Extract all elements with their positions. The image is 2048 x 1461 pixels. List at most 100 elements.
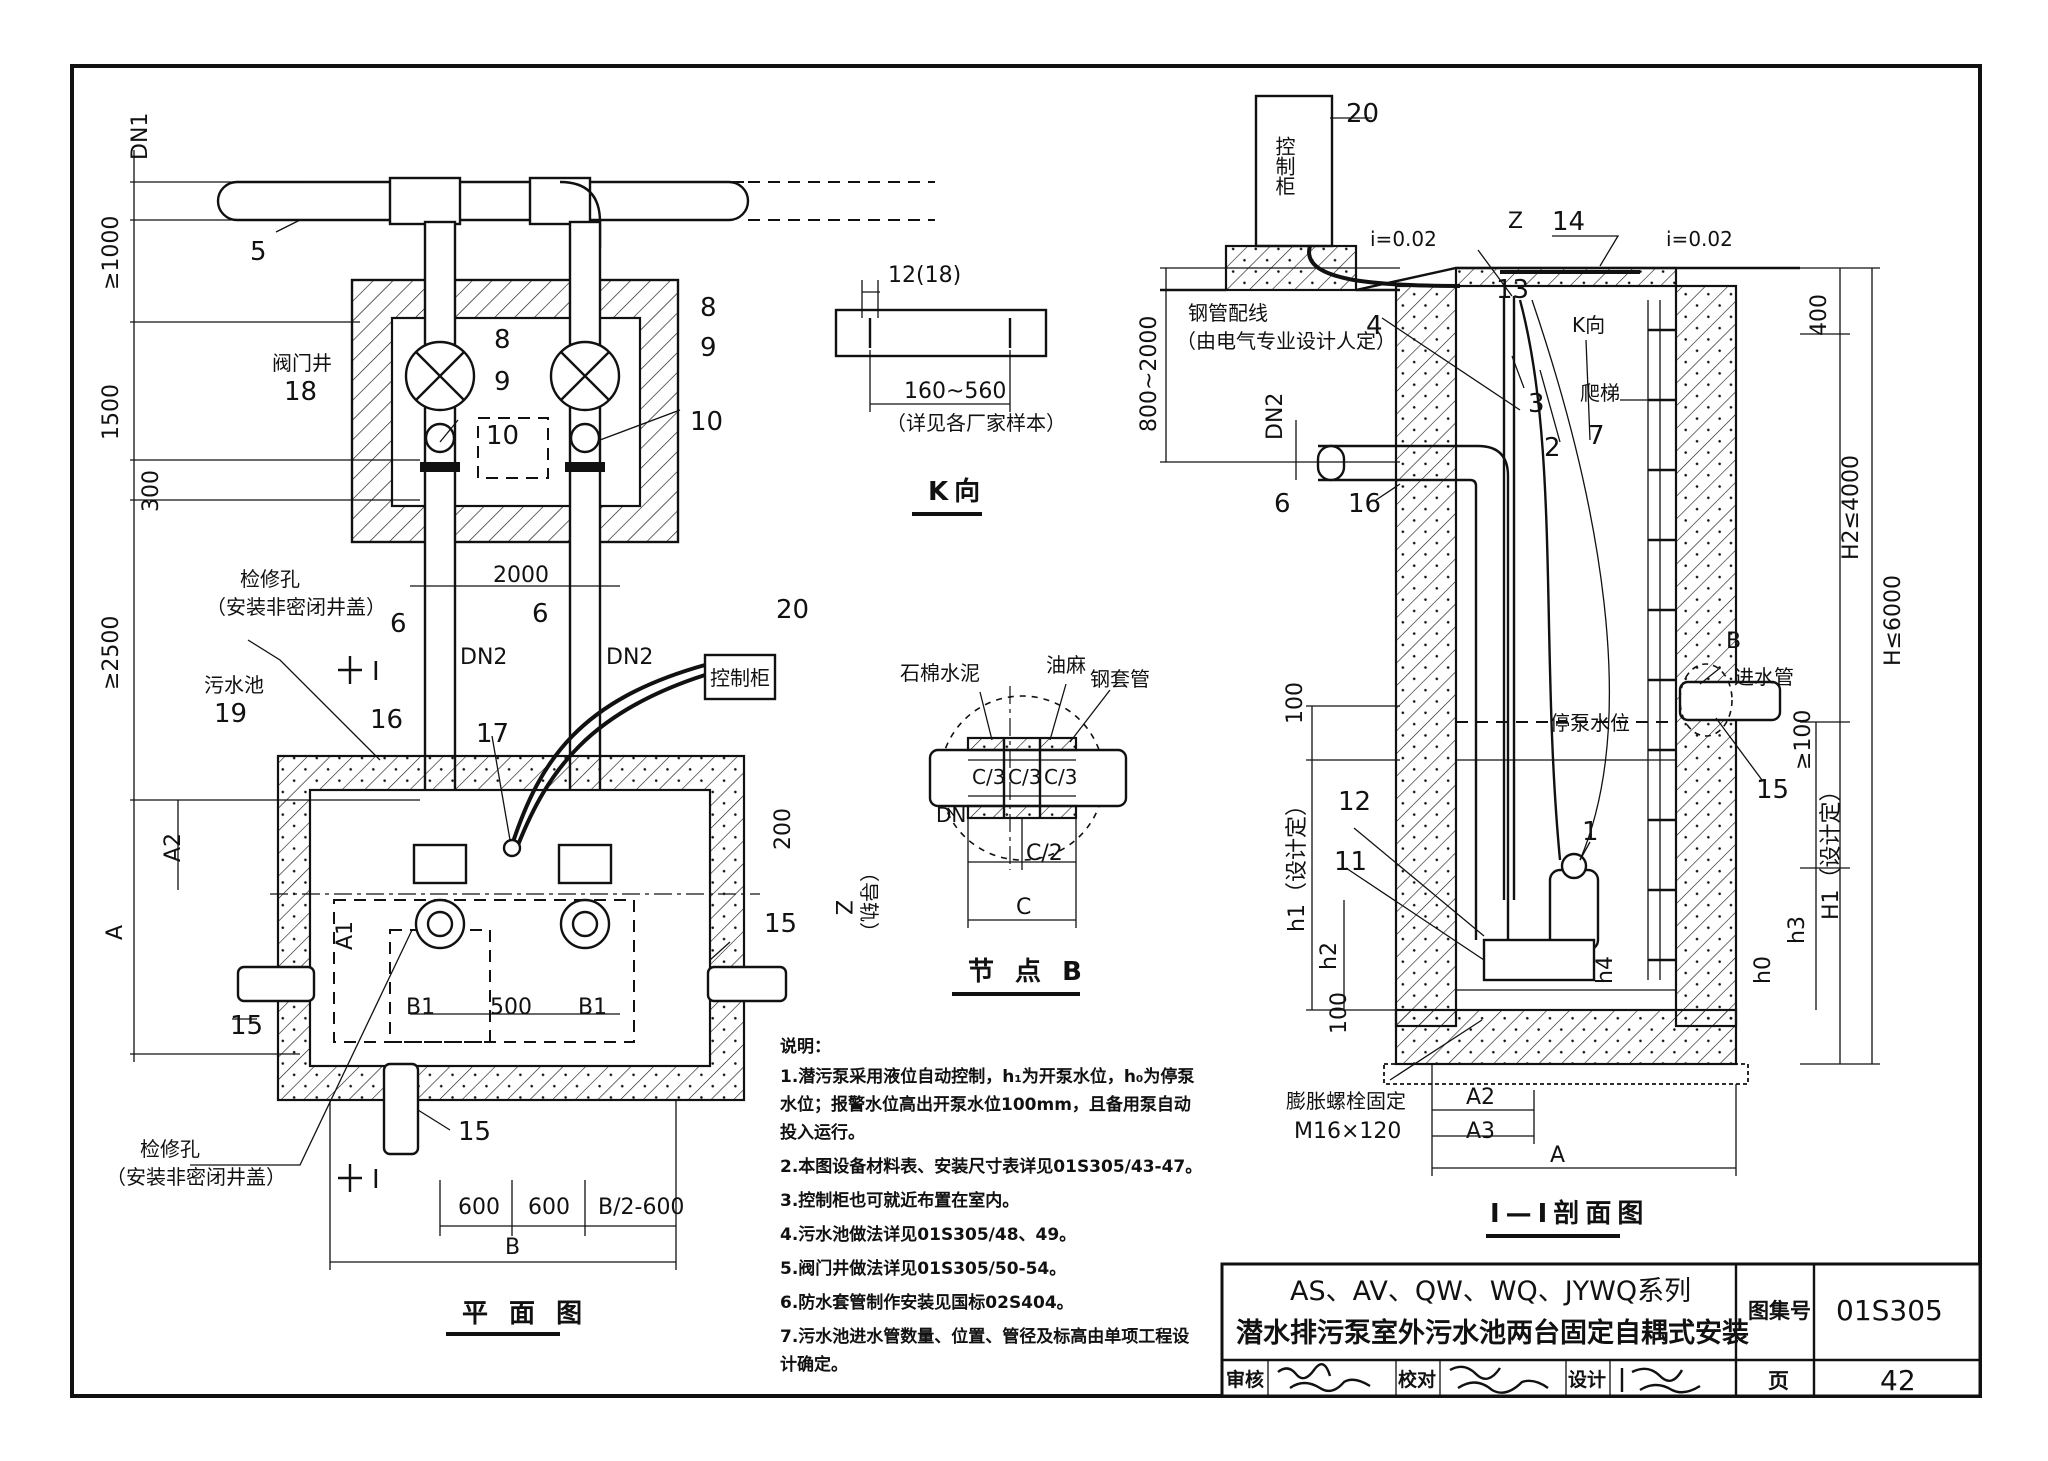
slope-left-label: i=0.02: [1370, 227, 1437, 251]
dim-b2-600: B/2-600: [598, 1195, 684, 1220]
dim-section-a2: A2: [1466, 1085, 1495, 1110]
notes-heading: 说明：: [780, 1036, 831, 1057]
section-pit-floor: [1394, 1008, 1738, 1066]
callout-8-right: 8: [700, 293, 717, 323]
plan-title: 平 面 图: [462, 1299, 588, 1329]
section-callout-1: 1: [1582, 817, 1599, 847]
node-b-sleeve-label: 钢套管: [1090, 667, 1150, 691]
dim-valve-well: 1500: [99, 384, 124, 440]
section-label-top: I: [372, 657, 380, 687]
atlas-number: 01S305: [1836, 1294, 1943, 1327]
sheet-border: [70, 64, 1982, 1398]
dim-a2: A2: [161, 833, 186, 862]
check-valve-left: [404, 340, 476, 412]
main-discharge-pipe: [216, 180, 750, 222]
slope-right-label: i=0.02: [1666, 227, 1733, 251]
dim-100-top: 100: [1283, 682, 1308, 724]
callout-9-left: 9: [494, 367, 511, 397]
callout-8-left: 8: [494, 325, 511, 355]
k-view-rail: [834, 308, 1048, 358]
check-label: 校对: [1398, 1368, 1436, 1391]
page-label: 页: [1768, 1369, 1789, 1393]
dim-depth-range: 800~2000: [1137, 316, 1162, 432]
dim-top-clearance: ≥1000: [99, 216, 124, 290]
z-label: Z: [830, 900, 855, 915]
title-block: AS、AV、QW、WQ、JYWQ系列 潜水排污泵室外污水池两台固定自耦式安装 图…: [1220, 1262, 1982, 1398]
node-b-seg-2: C/3: [1008, 765, 1041, 789]
note-line-1: 1.潜污泵采用液位自动控制，h₁为开泵水位，h₀为停泵: [780, 1066, 1194, 1087]
dim-200: 200: [771, 808, 796, 850]
dim-dn2-left: DN2: [460, 645, 507, 670]
note-line-6: 4.污水池做法详见01S305/48、49。: [780, 1224, 1076, 1245]
inspection-hole-outline: [333, 899, 635, 1043]
section-callout-11: 11: [1334, 847, 1367, 877]
review-signature: [1277, 1363, 1371, 1393]
dim-section-a: A: [1550, 1143, 1565, 1168]
notes-block: 说明： 1.潜污泵采用液位自动控制，h₁为开泵水位，h₀为停泵 水位；报警水位高…: [780, 1036, 1202, 1375]
callout-5: 5: [250, 237, 267, 267]
dim-h3: h3: [1785, 916, 1810, 944]
check-valve-right: [549, 340, 621, 412]
section-view: 控制柜 i=0.02 i=0.02 Z K向 钢管配线 （由电气专业设计人定） …: [1137, 94, 1906, 1238]
dim-h4: h4: [1593, 956, 1618, 984]
dim-h-h2: h2: [1317, 942, 1342, 970]
dim-b: B: [505, 1235, 520, 1260]
node-b-dim-c: C: [1016, 895, 1031, 920]
dim-600-b: 600: [528, 1195, 570, 1220]
k-view: 12(18) 160~560 （详见各厂家样本） K向: [834, 263, 1066, 516]
callout-15-bottom: 15: [458, 1117, 491, 1147]
node-b-dim-half: C/2: [1026, 841, 1063, 866]
inspection-hole-note-1: （安装非密闭井盖）: [206, 595, 386, 619]
plan-view: [130, 150, 935, 1270]
section-mark-top: [338, 656, 362, 684]
note-line-3: 投入运行。: [780, 1122, 865, 1143]
k-view-dim-top: 12(18): [888, 263, 961, 288]
section-callout-16: 16: [1348, 489, 1381, 519]
plan-annotations: DN1 ≥1000 1500 300 ≥2500 A2 A A1 2000 DN…: [99, 113, 881, 1336]
dim-2000: 2000: [493, 563, 549, 588]
section-callout-13: 13: [1496, 275, 1529, 305]
dim-h2-max: H2≤4000: [1839, 455, 1864, 560]
dim-100-bottom: 100: [1327, 992, 1352, 1034]
valve-well-number: 18: [284, 377, 317, 407]
callout-10-right: 10: [690, 407, 723, 437]
callout-17: 17: [476, 719, 509, 749]
callout-6-left: 6: [390, 609, 407, 639]
callout-15-left: 15: [230, 1011, 263, 1041]
dim-a1: A1: [333, 921, 358, 950]
section-callout-3: 3: [1528, 389, 1545, 419]
section-callout-20: 20: [1346, 99, 1379, 129]
section-label-bottom: I: [372, 1165, 380, 1195]
review-label: 审核: [1226, 1368, 1264, 1391]
dim-a: A: [103, 925, 128, 940]
section-ladder: [1647, 300, 1661, 980]
k-view-dim-bottom: 160~560: [904, 379, 1006, 404]
design-label: 设计: [1568, 1369, 1606, 1391]
title-line-2: 潜水排污泵室外污水池两台固定自耦式安装: [1236, 1317, 1749, 1349]
section-b-label: B: [1726, 629, 1741, 654]
callout-9-right: 9: [700, 333, 717, 363]
dim-section-a3: A3: [1466, 1119, 1495, 1144]
dim-dn1: DN1: [128, 113, 153, 160]
callout-15-right: 15: [764, 909, 797, 939]
note-line-10: 计确定。: [780, 1354, 848, 1375]
node-b-detail: 石棉水泥 油麻 钢套管 DN C/3 C/3 C/3 C/2 C 节 点 B: [900, 653, 1150, 996]
dim-400: 400: [1807, 294, 1832, 336]
note-line-8: 6.防水套管制作安装见国标02S404。: [780, 1292, 1074, 1313]
dim-h-max: H≤6000: [1881, 575, 1906, 666]
section-pit-right-wall: [1674, 284, 1738, 1028]
section-pump: [1548, 868, 1600, 952]
callout-20: 20: [776, 595, 809, 625]
title-line-1: AS、AV、QW、WQ、JYWQ系列: [1290, 1276, 1691, 1307]
note-line-5: 3.控制柜也可就近布置在室内。: [780, 1190, 1019, 1211]
stop-level-label: 停泵水位: [1550, 711, 1630, 735]
section-callout-12: 12: [1338, 787, 1371, 817]
pit-number: 19: [214, 699, 247, 729]
section-callout-14: 14: [1552, 207, 1585, 237]
k-view-title: K向: [928, 476, 986, 507]
inlet-pipe-left: [236, 965, 316, 1003]
dim-b1-left: B1: [406, 995, 435, 1020]
dim-300: 300: [139, 470, 164, 512]
